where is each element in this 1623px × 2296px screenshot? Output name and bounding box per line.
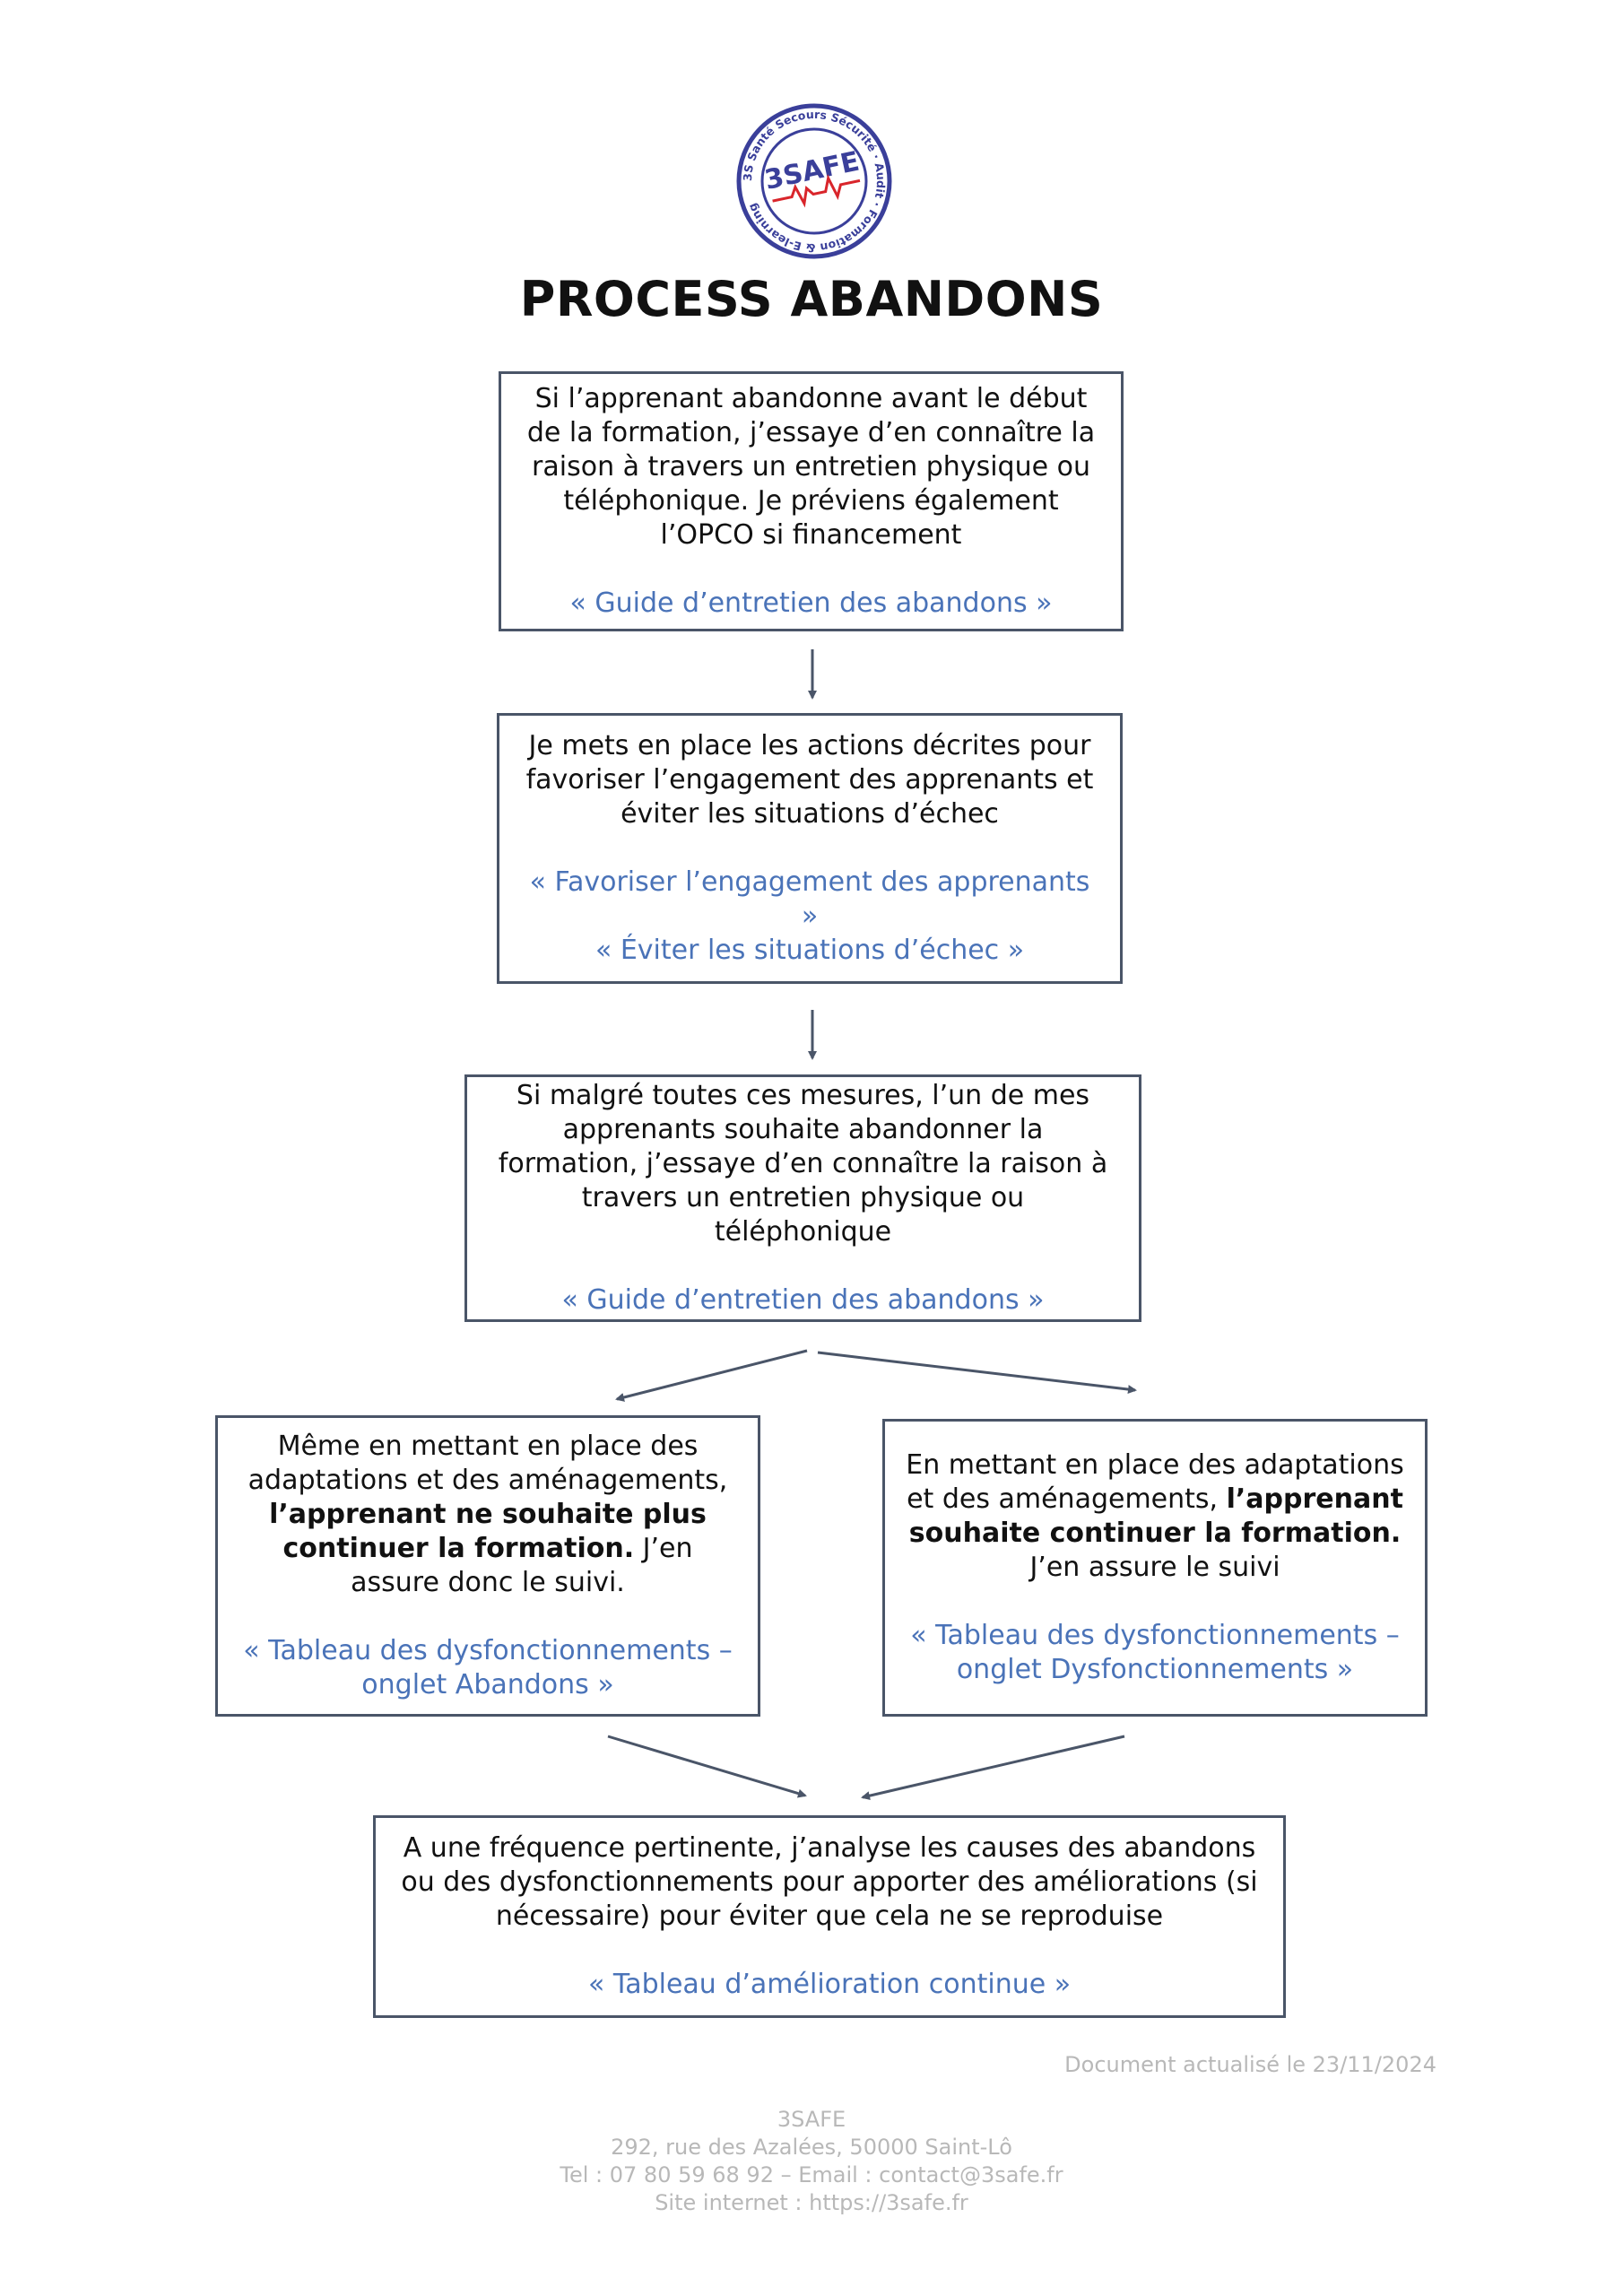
footer: 3SAFE 292, rue des Azalées, 50000 Saint-… <box>0 2106 1623 2217</box>
arrow-3-to-left <box>615 1349 808 1402</box>
footer-address: 292, rue des Azalées, 50000 Saint-Lô <box>611 2135 1012 2160</box>
step-1-link[interactable]: « Guide d’entretien des abandons » <box>569 587 1053 619</box>
footer-contact[interactable]: Tel : 07 80 59 68 92 – Email : contact@3… <box>560 2162 1063 2187</box>
left-branch-emphasis: l’apprenant ne souhaite plus continuer l… <box>269 1499 707 1564</box>
company-logo: 3S Santé Secours Sécurité · Audit · Form… <box>736 103 892 259</box>
step-2-link-engagement[interactable]: « Favoriser l’engagement des apprenants … <box>529 866 1090 932</box>
step-2-text: Je mets en place les actions décrites po… <box>525 730 1094 830</box>
step-2-link-echec[interactable]: « Éviter les situations d’échec » <box>595 935 1025 966</box>
step-1-box: Si l’apprenant abandonne avant le début … <box>499 371 1124 631</box>
final-step-box: A une fréquence pertinente, j’analyse le… <box>373 1815 1286 2018</box>
right-branch-text: En mettant en place des adaptations et d… <box>906 1449 1404 1583</box>
left-branch-box: Même en mettant en place des adaptations… <box>215 1415 760 1717</box>
arrow-right-to-final <box>861 1735 1125 1801</box>
arrow-3-to-right <box>817 1351 1137 1395</box>
left-branch-link[interactable]: « Tableau des dysfonctionnements – ongle… <box>243 1635 733 1700</box>
page-title: PROCESS ABANDONS <box>519 271 1104 327</box>
right-branch-box: En mettant en place des adaptations et d… <box>882 1419 1428 1717</box>
final-step-link[interactable]: « Tableau d’amélioration continue » <box>587 1969 1072 2000</box>
step-3-text: Si malgré toutes ces mesures, l’un de me… <box>498 1080 1108 1248</box>
step-2-box: Je mets en place les actions décrites po… <box>497 713 1123 984</box>
document-date: Document actualisé le 23/11/2024 <box>1064 2052 1436 2077</box>
left-branch-text: Même en mettant en place des adaptations… <box>247 1431 728 1598</box>
arrow-left-to-final <box>607 1735 807 1798</box>
final-step-text: A une fréquence pertinente, j’analyse le… <box>401 1832 1258 1932</box>
right-branch-emphasis: l’apprenant souhaite continuer la format… <box>908 1483 1403 1549</box>
footer-website[interactable]: Site internet : https://3safe.fr <box>655 2190 968 2215</box>
step-1-text: Si l’apprenant abandonne avant le début … <box>526 383 1096 551</box>
footer-company: 3SAFE <box>777 2107 846 2132</box>
step-3-box: Si malgré toutes ces mesures, l’un de me… <box>464 1074 1141 1322</box>
step-3-link[interactable]: « Guide d’entretien des abandons » <box>561 1284 1045 1316</box>
right-branch-link[interactable]: « Tableau des dysfonctionnements – ongle… <box>910 1620 1400 1685</box>
